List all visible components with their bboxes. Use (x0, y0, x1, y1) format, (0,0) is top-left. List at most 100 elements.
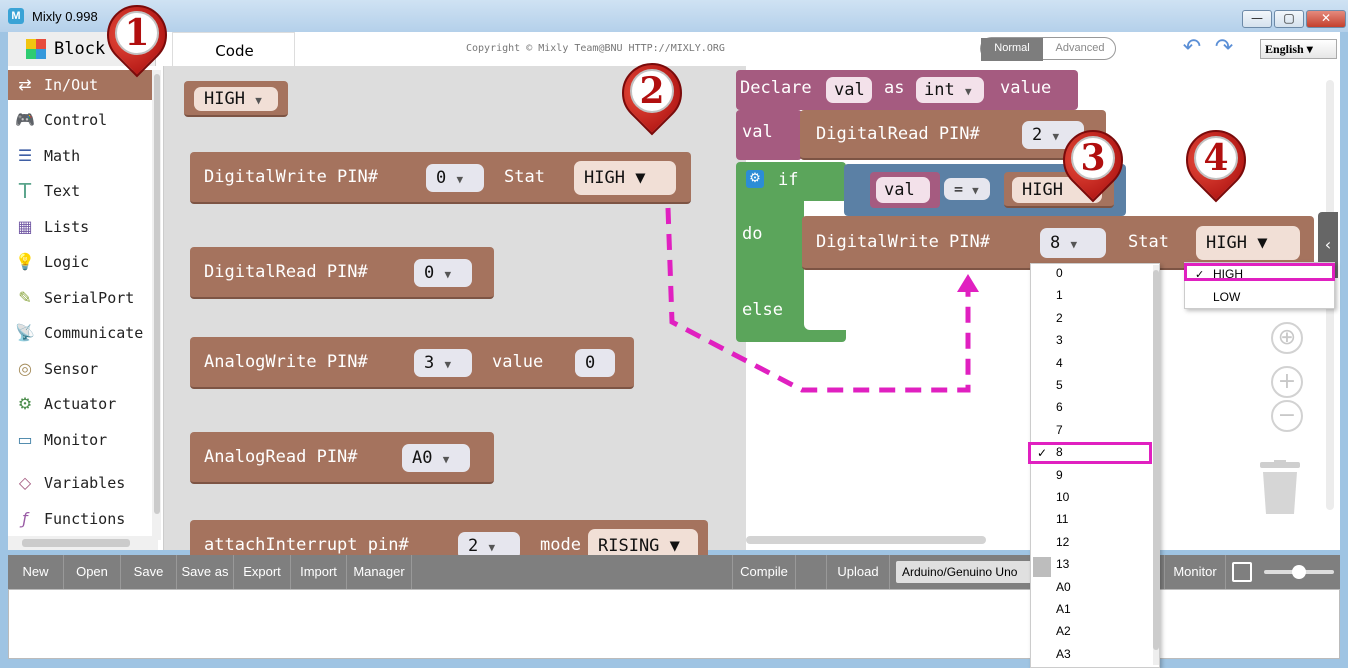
zoom-out-icon[interactable]: − (1271, 400, 1303, 432)
monitor-button[interactable]: Monitor (1164, 555, 1226, 589)
trash-icon[interactable] (1260, 460, 1300, 515)
panel-toggle-button[interactable]: ‹ (1318, 212, 1338, 278)
block-label: value (492, 352, 544, 372)
category-math[interactable]: ☰Math (8, 141, 154, 171)
dropdown-option[interactable]: 9 (1056, 467, 1063, 482)
center-icon[interactable]: ⊕ (1271, 322, 1303, 354)
category-label: Math (44, 147, 81, 165)
field-value: int (924, 80, 955, 100)
dropdown-option[interactable]: 12 (1056, 534, 1070, 549)
digitalwrite-block[interactable]: DigitalWrite PIN# 0 ▼ Stat HIGH ▼ (190, 152, 691, 204)
dropdown-option[interactable]: 5 (1056, 378, 1063, 392)
board-select[interactable]: Arduino/Genuino Uno (896, 561, 1041, 583)
language-select[interactable]: English ▾ (1260, 39, 1337, 59)
dropdown-option[interactable]: 0 (1056, 266, 1063, 280)
category-inout[interactable]: ⇄In/Out (8, 70, 154, 100)
dropdown-arrow-icon: ▼ (255, 94, 262, 107)
dropdown-scroll-thumb[interactable] (1153, 270, 1159, 650)
high-field[interactable]: HIGH ▼ (194, 87, 278, 111)
pin-field[interactable]: 0 ▼ (426, 164, 484, 192)
dropdown-option[interactable]: 10 (1056, 490, 1070, 504)
compile-button[interactable]: Compile (732, 555, 796, 589)
var-get-block[interactable]: val (870, 172, 940, 208)
category-lists[interactable]: ▦Lists (8, 212, 154, 242)
field-value: val (884, 180, 915, 200)
category-monitor[interactable]: ▭Monitor (8, 425, 154, 455)
workspace-hscrollbar[interactable] (746, 536, 986, 544)
pin-field[interactable]: 0 ▼ (414, 259, 472, 287)
category-sensor[interactable]: ◎Sensor (8, 354, 154, 384)
dropdown-option[interactable]: 8 (1056, 445, 1063, 460)
chip-icon[interactable] (1232, 562, 1252, 582)
stat-field[interactable]: HIGH ▼ (574, 161, 676, 195)
sidebar-scroll-thumb[interactable] (154, 74, 160, 514)
dropdown-option[interactable]: 11 (1056, 512, 1069, 527)
open-button[interactable]: Open (64, 555, 121, 589)
dropdown-option[interactable]: 1 (1056, 288, 1063, 303)
dropdown-option[interactable]: 4 (1056, 355, 1063, 370)
title-bar (0, 0, 1348, 32)
pin-field[interactable]: 3 ▼ (414, 349, 472, 377)
new-button[interactable]: New (8, 555, 64, 589)
redo-icon[interactable]: ↷ (1214, 35, 1234, 60)
stat-field[interactable]: HIGH ▼ (1196, 226, 1300, 260)
high-block[interactable]: HIGH ▼ (184, 81, 288, 117)
mode-normal-button[interactable]: Normal (981, 38, 1043, 61)
category-variables[interactable]: ◇Variables (8, 468, 154, 498)
block-label: as (884, 78, 905, 98)
assign-block[interactable]: val (736, 110, 802, 160)
category-actuator[interactable]: ⚙Actuator (8, 389, 154, 419)
save-button[interactable]: Save (121, 555, 177, 589)
export-button[interactable]: Export (234, 555, 291, 589)
category-control[interactable]: 🎮Control (8, 105, 154, 135)
digitalread-block[interactable]: DigitalRead PIN# 0 ▼ (190, 247, 494, 299)
dropdown-arrow-icon: ▼ (635, 168, 646, 188)
sidebar-hscroll-thumb[interactable] (22, 539, 130, 547)
dropdown-option[interactable]: LOW (1213, 290, 1241, 304)
category-communicate[interactable]: 📡Communicate (8, 318, 154, 348)
var-field[interactable]: val (876, 177, 930, 203)
digitalread-block[interactable]: DigitalRead PIN# 2 ▼ (800, 110, 1106, 160)
dropdown-option[interactable]: A0 (1056, 579, 1071, 594)
slider-handle[interactable] (1292, 565, 1306, 579)
analogread-block[interactable]: AnalogRead PIN# A0 ▼ (190, 432, 494, 484)
tab-code[interactable]: Code (172, 32, 295, 66)
declare-block[interactable]: Declare val as int ▼ value (736, 70, 1078, 110)
pin-field[interactable]: 2 ▼ (1022, 121, 1084, 149)
gear-icon[interactable]: ⚙ (746, 170, 764, 188)
undo-icon[interactable]: ↶ (1182, 35, 1202, 60)
dropdown-option[interactable]: A3 (1056, 646, 1071, 661)
manager-button[interactable]: Manager (347, 555, 412, 589)
dropdown-arrow-icon: ▼ (1052, 130, 1060, 143)
mode-toggle[interactable]: Normal Advanced (980, 37, 1116, 61)
value-field[interactable]: 0 (575, 349, 615, 377)
minimize-button[interactable]: — (1242, 10, 1272, 28)
category-serialport[interactable]: ✎SerialPort (8, 283, 154, 313)
maximize-button[interactable]: ▢ (1274, 10, 1304, 28)
dropdown-option[interactable]: A2 (1056, 624, 1071, 639)
text-icon: T (18, 179, 32, 203)
dropdown-option[interactable]: A1 (1056, 602, 1071, 616)
close-button[interactable]: ✕ (1306, 10, 1346, 28)
dropdown-option[interactable]: 7 (1056, 422, 1063, 437)
dropdown-option[interactable]: 6 (1056, 400, 1063, 415)
dropdown-option[interactable]: 3 (1056, 333, 1063, 348)
import-button[interactable]: Import (291, 555, 347, 589)
dropdown-option[interactable]: 2 (1056, 310, 1063, 325)
dropdown-option[interactable]: 13 (1056, 557, 1070, 572)
type-field[interactable]: int ▼ (916, 77, 984, 103)
save-as-button[interactable]: Save as (177, 555, 234, 589)
if-label: if (778, 170, 799, 190)
dropdown-option[interactable]: HIGH (1213, 267, 1243, 281)
mode-advanced-button[interactable]: Advanced (1055, 42, 1105, 54)
operator-field[interactable]: = ▼ (944, 178, 990, 200)
var-field[interactable]: val (826, 77, 872, 103)
pin-field[interactable]: 8 ▼ (1040, 228, 1106, 258)
zoom-in-icon[interactable]: + (1271, 366, 1303, 398)
analogwrite-block[interactable]: AnalogWrite PIN# 3 ▼ value 0 (190, 337, 634, 389)
pin-field[interactable]: A0 ▼ (402, 444, 470, 472)
upload-button[interactable]: Upload (826, 555, 890, 589)
category-logic[interactable]: 💡Logic (8, 247, 154, 277)
